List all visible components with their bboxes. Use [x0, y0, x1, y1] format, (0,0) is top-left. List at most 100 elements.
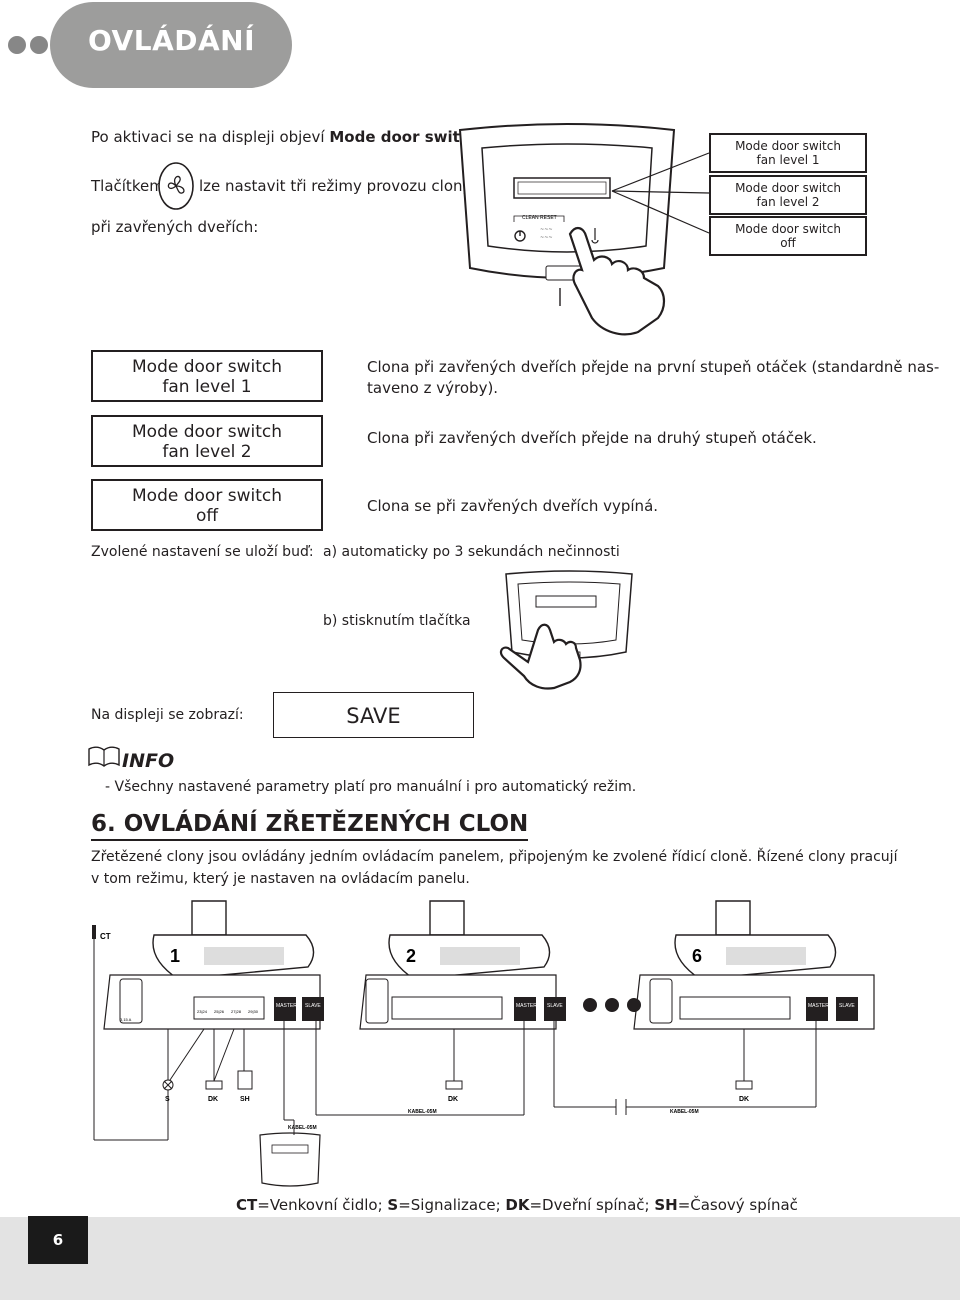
- info-title: INFO: [122, 750, 175, 772]
- terminal-label: 25|26: [214, 1009, 225, 1014]
- connector-lines: [611, 152, 710, 234]
- mini-control-panel: [259, 1120, 321, 1187]
- small-mode-line: fan level 1: [756, 153, 820, 167]
- page-number: 6: [28, 1216, 88, 1264]
- device-label-sh: SH: [240, 1096, 250, 1103]
- intro-text: Po aktivaci se na displeji objeví: [91, 128, 330, 146]
- device-label-dk: DK: [208, 1096, 218, 1103]
- legend-text: =Signalizace;: [398, 1196, 506, 1214]
- device-label-dk: DK: [448, 1096, 458, 1103]
- svg-text:~~~: ~~~: [540, 235, 553, 241]
- legend-text: =Venkovní čidlo;: [257, 1196, 388, 1214]
- small-mode-line: Mode door switch: [735, 181, 841, 195]
- mode-line: fan level 1: [162, 377, 252, 397]
- mode-desc-3: Clona se při zavřených dveřích vypíná.: [367, 497, 659, 515]
- save-display-box: SAVE: [273, 692, 474, 738]
- terminal-label: 27|28: [231, 1009, 242, 1014]
- section-6-para-2: v tom režimu, který je nastaven na ovlád…: [91, 871, 470, 887]
- curtain-unit-1: 1: [152, 900, 315, 980]
- section-6-para-1: Zřetězené clony jsou ovládány jedním ovl…: [91, 849, 898, 865]
- cable-label: KABEL-05M: [408, 1109, 437, 1115]
- svg-text:~~~: ~~~: [540, 227, 553, 233]
- terminal-label: 29|30: [248, 1009, 259, 1014]
- display-label: Na displeji se zobrazí:: [91, 707, 244, 723]
- control-board-1: 3,15 A 23|24 25|26 27|28 29|30 MASTER SL…: [103, 974, 324, 1030]
- small-mode-line: fan level 2: [756, 195, 820, 209]
- slave-port-label: SLAVE: [547, 1003, 563, 1009]
- small-mode-line: Mode door switch: [735, 139, 841, 153]
- ellipsis-dot-1: [583, 998, 597, 1012]
- unit-number-1: 1: [170, 946, 180, 966]
- small-mode-line: Mode door switch: [735, 222, 841, 236]
- header-dot-1: [8, 36, 26, 54]
- mode-desc-2: Clona při zavřených dveřích přejde na dr…: [367, 429, 817, 447]
- device-label-s: S: [165, 1096, 170, 1103]
- device-label-dk: DK: [739, 1096, 749, 1103]
- control-board-2: MASTER SLAVE: [359, 974, 566, 1030]
- timer-switch-icon: [237, 1070, 253, 1090]
- unit-number-6: 6: [692, 946, 702, 966]
- door-switch-icon: [445, 1080, 463, 1090]
- panel-clean-reset-label: CLEAN RESET: [522, 215, 557, 221]
- intro-line-3: při zavřených dveřích:: [91, 218, 259, 236]
- mode-desc-line: taveno z výroby).: [367, 379, 499, 397]
- page-footer: [0, 1217, 960, 1300]
- ct-label: CT: [100, 932, 111, 941]
- control-board-6: MASTER SLAVE: [633, 974, 875, 1030]
- cable-label: KABEL-05M: [670, 1109, 699, 1115]
- master-port-label: MASTER: [808, 1003, 829, 1009]
- ellipsis-dot-2: [605, 998, 619, 1012]
- door-switch-icon: [205, 1080, 223, 1090]
- terminal-label: 23|24: [197, 1009, 208, 1014]
- control-panel-illustration: CLEAN RESET ~~~ ~~~: [458, 123, 676, 336]
- fuse-label: 3,15 A: [120, 1017, 132, 1022]
- intro-line-2-left: Tlačítkem: [91, 177, 164, 195]
- book-info-icon: [88, 746, 120, 767]
- mode-line: off: [195, 506, 219, 526]
- master-port-label: MASTER: [276, 1003, 297, 1009]
- page-title: OVLÁDÁNÍ: [88, 24, 255, 57]
- signal-lamp-icon: [162, 1079, 174, 1091]
- header-dot-2: [30, 36, 48, 54]
- save-option-b: b) stisknutím tlačítka: [323, 613, 471, 629]
- unit-number-2: 2: [406, 946, 416, 966]
- mode-line: Mode door switch: [132, 357, 282, 377]
- mode-desc-1: Clona při zavřených dveřích přejde na pr…: [367, 357, 939, 399]
- curtain-unit-6: 6: [674, 900, 837, 980]
- intro-bold-text: Mode door switch.: [329, 128, 486, 146]
- diagram-legend: CT=Venkovní čidlo; S=Signalizace; DK=Dve…: [236, 1195, 798, 1215]
- legend-key: SH: [654, 1196, 678, 1214]
- legend-text: =Časový spínač: [677, 1196, 798, 1214]
- section-6-heading: 6. OVLÁDÁNÍ ZŘETĚZENÝCH CLON: [91, 809, 529, 841]
- slave-port-label: SLAVE: [305, 1003, 321, 1009]
- mode-line: fan level 2: [162, 442, 252, 462]
- mode-line: Mode door switch: [132, 486, 282, 506]
- thermometer-icon: [591, 228, 599, 244]
- master-port-label: MASTER: [516, 1003, 537, 1009]
- slave-port-label: SLAVE: [839, 1003, 855, 1009]
- legend-key: DK: [505, 1196, 530, 1214]
- door-switch-icon: [735, 1080, 753, 1090]
- curtain-unit-2: 2: [388, 900, 551, 980]
- info-bullet: - Všechny nastavené parametry platí pro …: [105, 779, 637, 795]
- intro-line-1: Po aktivaci se na displeji objeví Mode d…: [91, 127, 485, 148]
- intro-line-2-right: lze nastavit tři režimy provozu clony: [199, 177, 472, 195]
- cable-label: KABEL-05M: [288, 1125, 317, 1131]
- fan-button-icon: [158, 162, 194, 210]
- save-label: Zvolené nastavení se uloží buď:: [91, 544, 314, 560]
- small-mode-line: off: [780, 236, 796, 250]
- small-panel-illustration: [499, 570, 633, 690]
- legend-text: =Dveřní spínač;: [529, 1196, 655, 1214]
- mode-line: Mode door switch: [132, 422, 282, 442]
- legend-key: CT: [236, 1196, 258, 1214]
- save-option-a: a) automaticky po 3 sekundách nečinnosti: [323, 544, 620, 560]
- legend-key: S: [387, 1196, 399, 1214]
- ellipsis-dot-3: [627, 998, 641, 1012]
- section-title-pill: OVLÁDÁNÍ: [50, 2, 292, 88]
